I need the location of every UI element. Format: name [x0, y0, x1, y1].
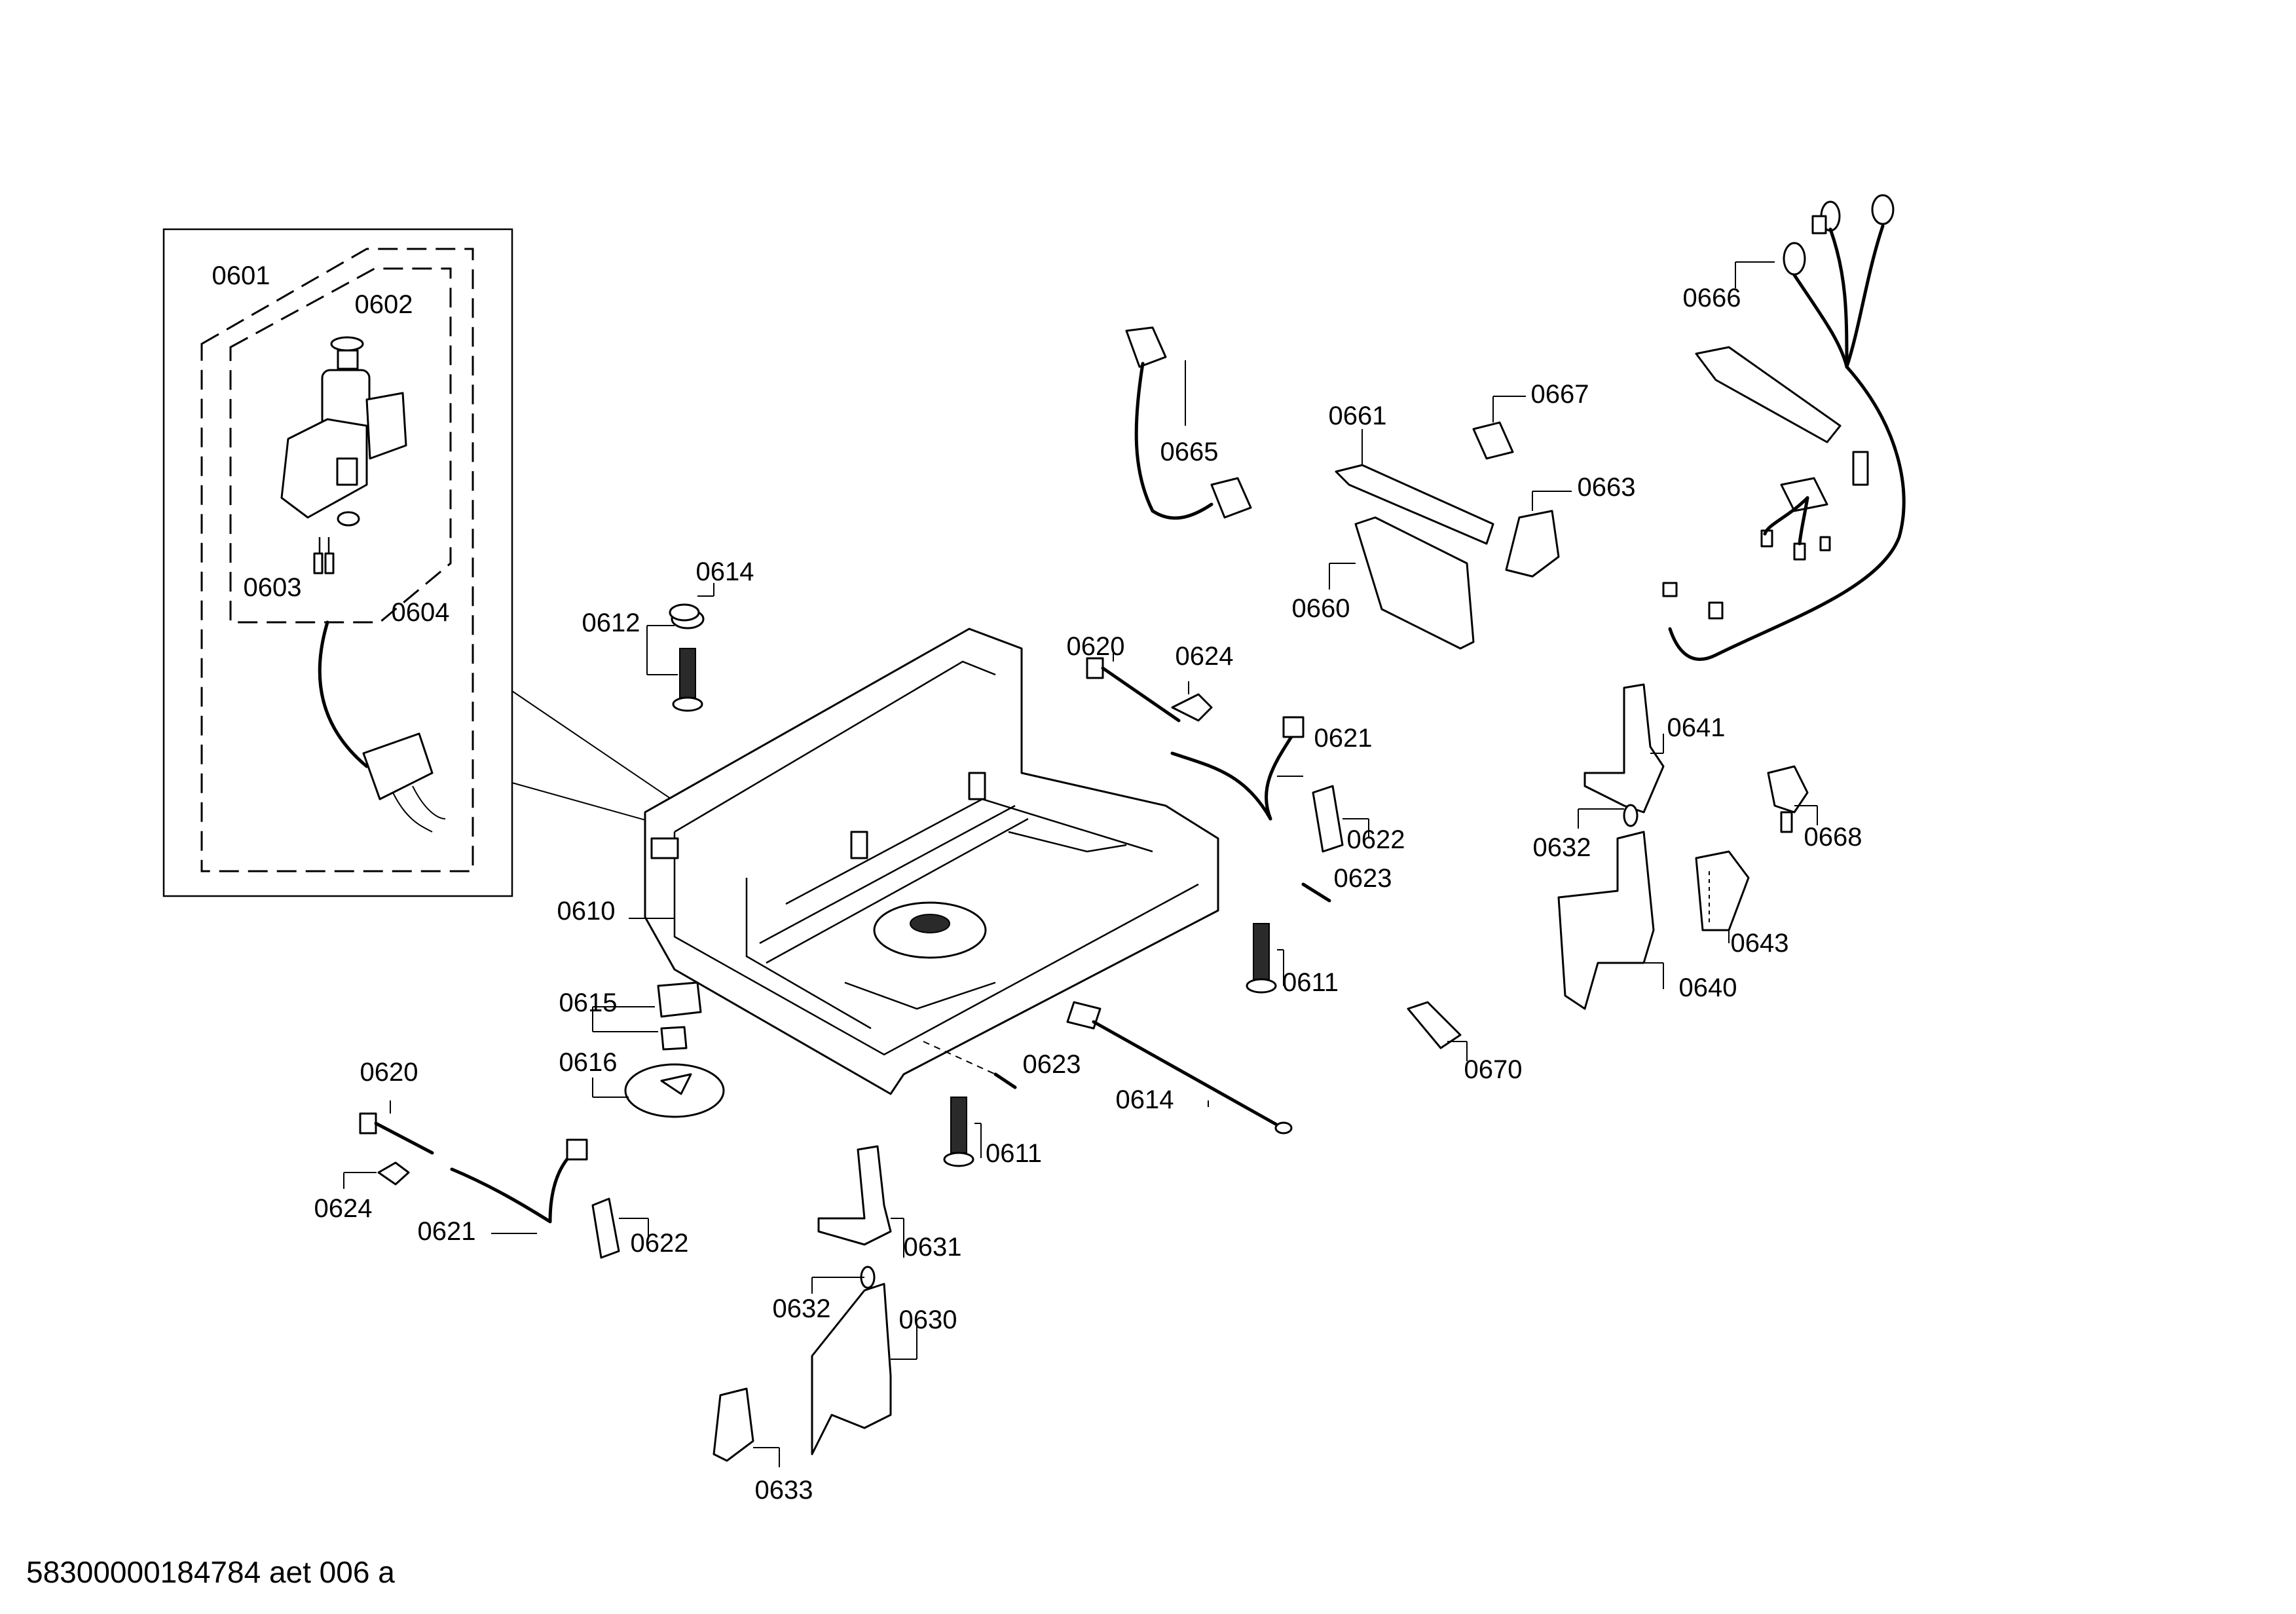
label-0601: 0601 [212, 261, 270, 290]
bracket-0630 [811, 1283, 917, 1455]
clip-0622-bottom [591, 1197, 620, 1259]
label-0624-top: 0624 [1175, 642, 1234, 671]
label-0632-right: 0632 [1532, 833, 1591, 862]
foot-screw-0611-b [943, 1097, 982, 1167]
label-0610: 0610 [557, 897, 616, 926]
label-0615: 0615 [559, 988, 618, 1017]
label-0602: 0602 [354, 290, 413, 319]
valve-connector [362, 732, 434, 800]
label-0621-bottom: 0621 [417, 1217, 476, 1246]
power-cord-0665 [1125, 326, 1252, 520]
label-0631: 0631 [903, 1233, 962, 1262]
label-0633: 0633 [754, 1476, 813, 1505]
detail-inset [162, 228, 688, 897]
cap-0624-bottom [377, 1161, 410, 1186]
label-0612: 0612 [582, 609, 640, 637]
label-0614-bottom: 0614 [1115, 1085, 1174, 1114]
label-0611-b: 0611 [985, 1139, 1043, 1168]
cap-0624-top [1171, 693, 1213, 722]
label-0624-bottom: 0624 [314, 1194, 373, 1223]
sensor-0668 [1767, 765, 1818, 833]
label-0630: 0630 [898, 1305, 957, 1334]
base-frame [644, 628, 1219, 1095]
label-0666: 0666 [1682, 284, 1741, 312]
label-0620-top: 0620 [1066, 632, 1125, 661]
label-0668: 0668 [1804, 823, 1862, 852]
label-0616: 0616 [559, 1048, 618, 1077]
label-0604: 0604 [391, 598, 450, 627]
clip-0622-top [1312, 785, 1344, 853]
label-0603: 0603 [243, 573, 302, 602]
label-0632-bottom: 0632 [772, 1294, 831, 1323]
spring-0620-bottom [359, 1100, 434, 1155]
label-0611-a: 0611 [1282, 968, 1339, 997]
assembly-0601-outline [200, 248, 474, 873]
spring-clip-0632-right [1623, 804, 1639, 827]
foot-screw-0612 [646, 609, 705, 712]
label-0663: 0663 [1577, 473, 1636, 502]
cap-0667 [1472, 421, 1514, 460]
bracket-0641 [1583, 683, 1665, 814]
assembly-0604-outline [229, 267, 452, 624]
inset-callout-line-top [511, 690, 682, 806]
bracket-0663 [1505, 510, 1560, 578]
inset-frame [162, 228, 513, 897]
valve-assembly [280, 336, 407, 574]
label-0667: 0667 [1530, 380, 1589, 409]
wiring-harness-0666 [1662, 194, 1906, 661]
bracket-0633 [713, 1387, 754, 1462]
valve-hose [318, 620, 369, 768]
label-0643: 0643 [1730, 929, 1789, 958]
bracket-0640 [1557, 831, 1664, 1010]
label-0623-top: 0623 [1333, 864, 1392, 893]
connector-0615 [592, 981, 702, 1051]
label-0670: 0670 [1464, 1055, 1523, 1084]
screw-0623-bottom [993, 1072, 1017, 1089]
housing-0660 [1354, 516, 1475, 650]
foot-screw-0611-a [1246, 923, 1284, 994]
document-code: 58300000184784 aet 006 a [26, 1555, 395, 1589]
label-0614-top: 0614 [695, 557, 754, 586]
label-0622-bottom: 0622 [630, 1229, 689, 1258]
disc-0616 [592, 1063, 725, 1118]
label-0640: 0640 [1678, 973, 1737, 1002]
rod-0614 [1066, 1001, 1293, 1135]
bracket-0631 [817, 1145, 904, 1258]
label-0641: 0641 [1667, 713, 1726, 742]
cable-0621-bottom [450, 1138, 588, 1234]
spring-0620-top [1086, 648, 1181, 723]
part-0670 [1407, 1001, 1468, 1061]
label-0621-top: 0621 [1314, 724, 1373, 753]
screw-0623-top [1301, 882, 1331, 903]
label-0622-top: 0622 [1346, 825, 1405, 854]
nut-0614 [669, 603, 700, 622]
label-0665: 0665 [1160, 438, 1219, 466]
label-0661: 0661 [1328, 402, 1387, 430]
cable-0621-top [1170, 716, 1305, 821]
label-0620-bottom: 0620 [360, 1058, 418, 1087]
module-0643 [1695, 850, 1750, 943]
panel-0661 [1335, 464, 1494, 545]
label-0660: 0660 [1291, 594, 1350, 623]
label-0623-bottom: 0623 [1022, 1050, 1081, 1079]
